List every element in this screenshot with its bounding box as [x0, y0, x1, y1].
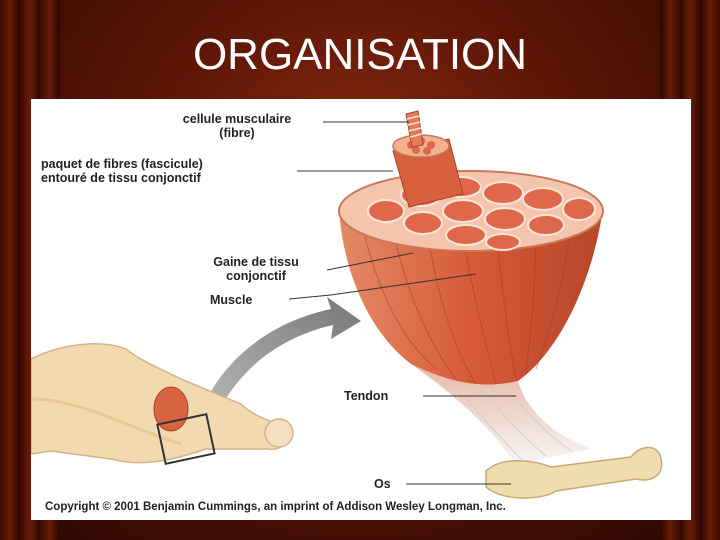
label-sheath-line2: conjonctif [186, 269, 326, 283]
label-tendon: Tendon [344, 389, 388, 403]
label-connective-sheath: Gaine de tissu conjonctif [186, 255, 326, 283]
copyright-text: Copyright © 2001 Benjamin Cummings, an i… [45, 501, 506, 513]
label-fascicle-line2: entouré de tissu conjonctif [41, 171, 203, 185]
label-muscle: Muscle [210, 293, 252, 307]
slide-title: ORGANISATION [0, 30, 720, 80]
label-fiber-line2: (fibre) [149, 126, 325, 140]
label-muscle-fiber: cellule musculaire (fibre) [149, 112, 325, 140]
label-fiber-line1: cellule musculaire [149, 112, 325, 126]
muscle-diagram: cellule musculaire (fibre) paquet de fib… [31, 99, 691, 520]
label-sheath-line1: Gaine de tissu [186, 255, 326, 269]
label-fascicle-line1: paquet de fibres (fascicule) [41, 157, 203, 171]
label-bone: Os [374, 477, 391, 491]
label-fascicle: paquet de fibres (fascicule) entouré de … [41, 157, 203, 185]
